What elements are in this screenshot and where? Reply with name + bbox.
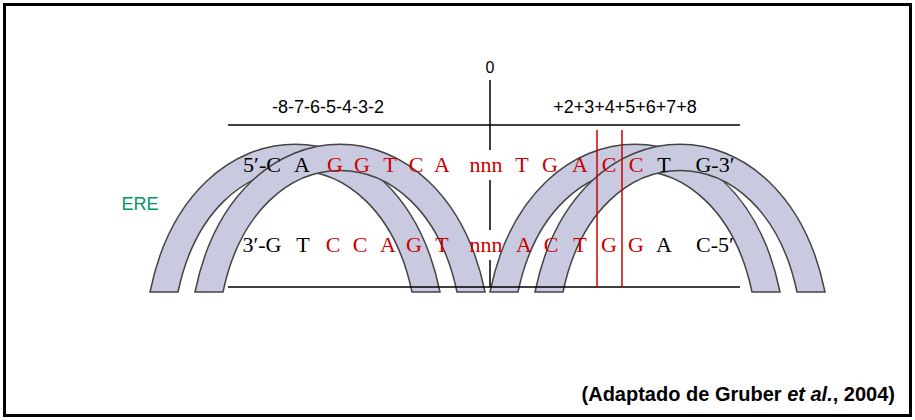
- helix-band: [535, 144, 825, 292]
- helix-band: [150, 144, 440, 292]
- base-letter: T: [296, 233, 309, 257]
- base-letter: G: [327, 153, 343, 177]
- base-letter: G: [628, 233, 644, 257]
- base-letter: C: [409, 153, 424, 177]
- base-letter: 3′-G: [242, 233, 281, 257]
- frame: [5, 5, 911, 416]
- position-numbers: -8-7-6-5-4-3-2: [272, 98, 384, 118]
- base-letter: T: [657, 153, 670, 177]
- base-line: [228, 286, 740, 288]
- helix-band: [195, 144, 485, 292]
- dna-helix: [150, 144, 825, 292]
- element-label: ERE: [121, 195, 158, 215]
- base-letter: nnn: [470, 153, 503, 177]
- base-letter: G: [354, 153, 370, 177]
- base-letter: C: [544, 233, 559, 257]
- base-letter: G-3′: [695, 153, 734, 177]
- center-line: [489, 260, 491, 287]
- base-letter: T: [573, 233, 586, 257]
- base-letter: nnn: [470, 233, 503, 257]
- marker-line: [621, 130, 623, 287]
- origin-number: 0: [486, 59, 495, 77]
- base-letter: T: [383, 153, 396, 177]
- base-letter: A: [656, 233, 672, 257]
- center-line: [489, 80, 491, 150]
- base-letter: A: [380, 233, 396, 257]
- base-letter: C-5′: [696, 233, 734, 257]
- source-caption: (Adaptado de Gruberet al., 2004): [582, 383, 895, 406]
- base-letter: C: [629, 153, 644, 177]
- base-letter: T: [515, 153, 528, 177]
- base-letter: A: [516, 233, 532, 257]
- base-letter: G: [406, 233, 422, 257]
- marker-line: [596, 130, 598, 287]
- base-letter: G: [601, 233, 617, 257]
- base-letter: T: [435, 233, 448, 257]
- position-numbers: +2+3+4+5+6+7+8: [553, 98, 697, 118]
- base-letter: C: [602, 153, 617, 177]
- center-line: [489, 180, 491, 230]
- base-letter: C: [353, 233, 368, 257]
- base-letter: A: [434, 153, 450, 177]
- caption-part: et al.: [787, 383, 833, 405]
- base-letter: A: [572, 153, 588, 177]
- position-axis: [228, 124, 740, 126]
- base-letter: 5′-C: [243, 153, 281, 177]
- caption-part: , 2004): [833, 383, 895, 405]
- base-letter: C: [326, 233, 341, 257]
- base-letter: A: [294, 153, 310, 177]
- base-letter: G: [542, 153, 558, 177]
- caption-part: (Adaptado de Gruber: [582, 383, 782, 405]
